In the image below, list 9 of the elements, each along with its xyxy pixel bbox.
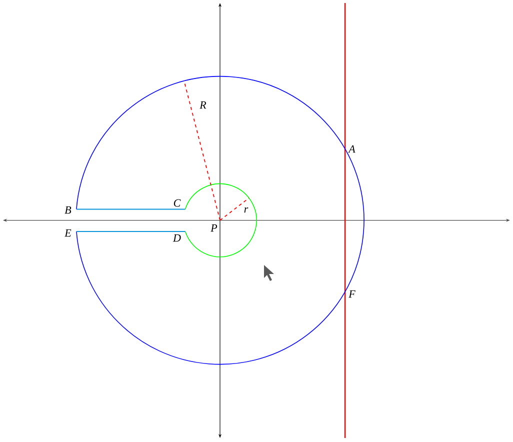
point-label: D [172,234,181,242]
point-label: r [244,207,248,213]
point-label: A [348,145,356,153]
point-label: B [64,206,72,214]
point-label: C [174,199,181,207]
point-label: R [200,101,206,109]
point-label: P [210,224,218,232]
point-label: E [64,229,72,237]
point-label: F [348,290,356,298]
